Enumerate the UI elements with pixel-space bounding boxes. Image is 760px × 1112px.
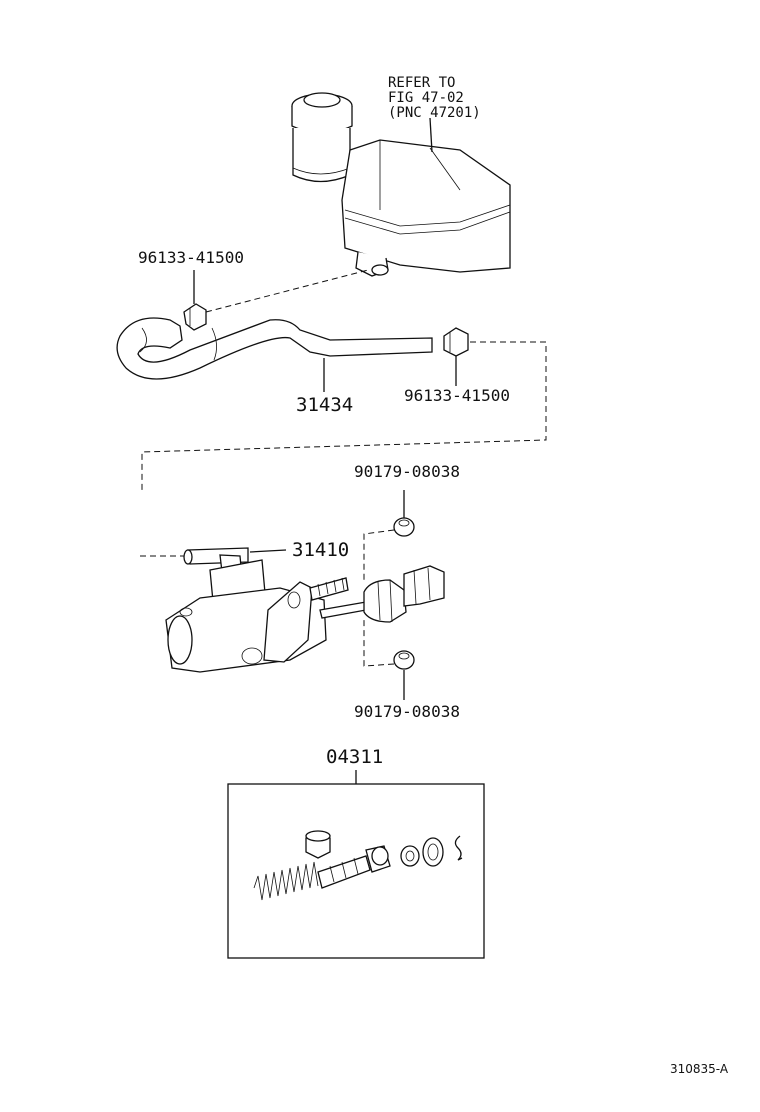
grommet-lower-dash [363,620,395,667]
clamp-left-dash [205,269,369,313]
kit-seal[interactable] [400,845,420,867]
label-hose[interactable]: 31434 [296,394,354,416]
grommet-lower[interactable] [393,650,415,670]
figure-code: 310835-A [670,1062,729,1076]
reservoir-note: REFER TO FIG 47-02 (PNC 47201) [388,76,481,121]
repair-kit-box [227,783,485,959]
hose-clamp-right[interactable] [443,327,469,357]
label-kit[interactable]: 04311 [326,746,384,768]
kit-piston-spring[interactable] [253,845,391,901]
hose-clamp-left[interactable] [183,303,207,331]
kit-plug[interactable] [305,830,331,859]
note-leader [429,117,433,153]
reservoir-tank[interactable] [291,92,511,277]
label-grommet-upper[interactable]: 90179-08038 [354,462,460,481]
label-grommet-lower[interactable]: 90179-08038 [354,702,460,721]
label-clamp-lower[interactable]: 96133-41500 [404,386,510,405]
kit-snap-ring[interactable] [454,835,463,861]
cylinder-leader [249,549,287,553]
reservoir-note-line1: REFER TO [388,75,456,91]
master-cylinder[interactable] [165,547,445,673]
reservoir-note-line2: FIG 47-02 [388,90,464,106]
reservoir-hose[interactable] [116,317,433,380]
label-clamp-upper[interactable]: 96133-41500 [138,248,244,267]
reservoir-note-line3: (PNC 47201) [388,105,481,121]
grommet-upper-dash [363,529,395,580]
grommet-upper[interactable] [393,517,415,537]
clamp-right-dash [141,341,547,490]
label-cylinder[interactable]: 31410 [292,539,350,561]
kit-washer[interactable] [422,837,444,867]
